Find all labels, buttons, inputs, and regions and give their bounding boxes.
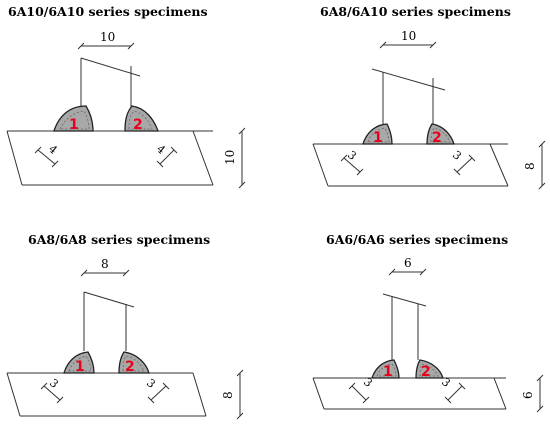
right-dimension-label-br: 6 — [521, 391, 535, 399]
leg-marker-right-tl: 4 — [154, 142, 178, 168]
top-dimension-tr: 10 — [379, 29, 437, 49]
leg-label-right-bl: 3 — [144, 376, 158, 390]
web-plate-br — [382, 293, 427, 360]
weld-2-label-tl: 2 — [133, 117, 143, 133]
panel-title-br: 6A6/6A6 series specimens — [326, 232, 508, 247]
panel-br: 6 6 1 2 3 3 — [312, 256, 544, 413]
panel-title-tl: 6A10/6A10 series specimens — [8, 4, 208, 19]
leg-marker-right-tr: 3 — [450, 148, 476, 176]
right-dimension-label-tr: 8 — [523, 162, 537, 170]
leg-marker-right-bl: 3 — [144, 376, 170, 404]
weld-1-tr — [362, 123, 393, 145]
leg-label-left-tl: 4 — [46, 142, 60, 156]
weld-2-label-bl: 2 — [125, 359, 135, 375]
base-plate-br — [312, 377, 507, 410]
top-dimension-label-bl: 8 — [101, 257, 109, 271]
leg-label-left-bl: 3 — [47, 376, 61, 390]
leg-marker-left-tl: 4 — [34, 142, 60, 168]
leg-marker-left-br: 3 — [348, 375, 375, 404]
right-dimension-label-bl: 8 — [221, 391, 235, 399]
right-dimension-label-tl: 10 — [223, 150, 237, 165]
top-dimension-bl: 8 — [80, 257, 130, 277]
weld-1-label-tl: 1 — [69, 117, 79, 133]
panel-title-tr: 6A8/6A10 series specimens — [320, 4, 511, 19]
top-dimension-label-tr: 10 — [401, 29, 416, 43]
web-plate-tl — [80, 57, 141, 108]
panel-tr: 10 8 1 2 3 3 — [312, 29, 546, 190]
panel-tl: 10 10 1 2 4 4 — [6, 30, 246, 189]
weld-1-label-tr: 1 — [373, 130, 383, 146]
right-dimension-bl: 8 — [221, 369, 244, 420]
base-plate-tl — [6, 130, 214, 186]
weld-2-bl — [118, 351, 150, 374]
weld-1-label-br: 1 — [383, 364, 393, 380]
web-plate-tr — [371, 68, 446, 124]
leg-label-right-tr: 3 — [450, 148, 464, 162]
right-dimension-br: 6 — [521, 374, 544, 413]
leg-marker-left-bl: 3 — [40, 376, 64, 404]
panel-title-bl: 6A8/6A8 series specimens — [28, 232, 210, 247]
top-dimension-br: 6 — [388, 256, 427, 276]
leg-marker-left-tr: 3 — [340, 148, 364, 176]
right-dimension-tr: 8 — [523, 140, 546, 190]
base-plate-bl — [6, 372, 207, 417]
weld-2-label-tr: 2 — [432, 130, 442, 146]
leg-marker-right-br: 3 — [439, 375, 466, 404]
weld-1-tl — [53, 105, 94, 132]
weld-1-label-bl: 1 — [75, 359, 85, 375]
leg-label-right-tl: 4 — [154, 142, 168, 156]
top-dimension-label-tl: 10 — [100, 30, 115, 44]
base-plate-tr — [312, 143, 509, 187]
panel-bl: 8 8 1 2 3 3 — [6, 257, 244, 420]
web-plate-bl — [83, 291, 135, 351]
weld-2-label-br: 2 — [421, 364, 431, 380]
top-dimension-label-br: 6 — [404, 256, 412, 270]
right-dimension-tl: 10 — [223, 127, 246, 189]
top-dimension-tl: 10 — [77, 30, 135, 50]
